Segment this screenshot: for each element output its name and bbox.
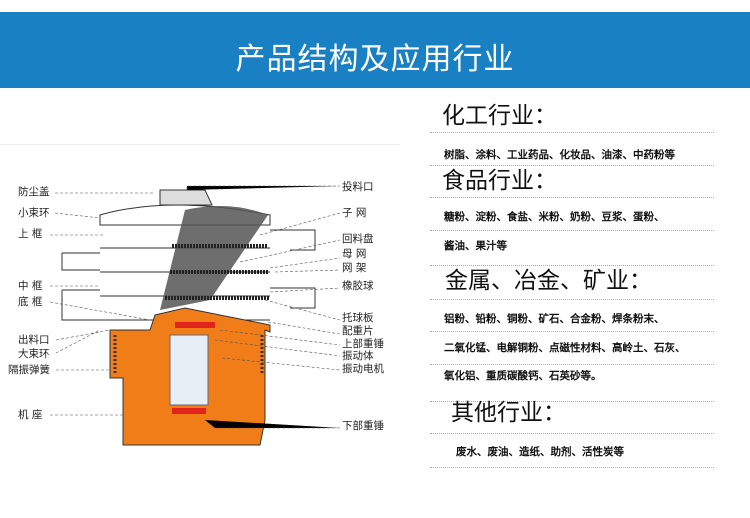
- divider: [430, 467, 714, 468]
- label-vibrating-body: 振动体: [342, 350, 374, 362]
- label-outlet: 出料口: [18, 334, 50, 346]
- label-screen-rack: 网 架: [342, 262, 367, 274]
- label-vibration-motor: 振动电机: [342, 363, 384, 375]
- isolation-springs: [113, 335, 264, 375]
- divider: [430, 433, 714, 434]
- label-ball-plate: 托球板: [342, 312, 374, 324]
- heading-chemical: 化工行业：: [442, 103, 557, 129]
- label-isolation-spring: 隔振弹簧: [8, 364, 50, 376]
- heading-food: 食品行业：: [442, 168, 557, 194]
- screen-meshes: [165, 244, 270, 300]
- metal-line-2: 二氧化锰、电解铜粉、点磁性材料、高岭土、石灰、: [444, 342, 686, 354]
- heading-metal-mining: 金属、冶金、矿业：: [445, 268, 652, 294]
- other-line-1: 废水、废油、造纸、助剂、活性炭等: [456, 446, 624, 458]
- metal-line-1: 铝粉、铅粉、铜粉、矿石、合金粉、焊条粉末、: [444, 313, 665, 325]
- label-counterweight: 配重片: [342, 325, 374, 337]
- label-sub-screen: 子 网: [342, 207, 367, 219]
- page-title: 产品结构及应用行业: [235, 42, 515, 77]
- label-return-tray: 回料盘: [342, 233, 374, 245]
- heading-other: 其他行业：: [451, 400, 566, 426]
- upper-weight: [175, 322, 215, 328]
- divider: [430, 299, 714, 300]
- label-inlet: 投料口: [342, 181, 374, 193]
- label-base: 机 座: [18, 409, 43, 421]
- chemical-line-1: 树脂、涂料、工业药品、化妆品、油漆、中药粉等: [444, 149, 675, 161]
- divider: [430, 230, 714, 231]
- label-main-screen: 母 网: [342, 248, 367, 260]
- label-small-clamp-ring: 小束环: [18, 207, 50, 219]
- header-banner: 产品结构及应用行业: [0, 12, 750, 88]
- metal-line-3: 氧化铝、重质碳酸钙、石英砂等。: [444, 370, 602, 382]
- divider: [430, 265, 714, 266]
- label-large-clamp-ring: 大束环: [18, 348, 50, 360]
- food-line-2: 酱油、果汁等: [444, 240, 507, 252]
- divider: [430, 165, 714, 166]
- divider: [0, 144, 400, 145]
- divider: [430, 364, 714, 365]
- divider: [430, 197, 714, 198]
- label-bottom-frame: 底 框: [18, 296, 43, 308]
- divider: [430, 401, 714, 402]
- divider: [430, 132, 714, 133]
- label-rubber-ball: 橡胶球: [342, 280, 374, 292]
- food-line-1: 糖粉、淀粉、食盐、米粉、奶粉、豆浆、蛋粉、: [444, 211, 665, 223]
- label-lower-weight: 下部重锤: [342, 420, 384, 432]
- label-upper-weight: 上部重锤: [342, 338, 384, 350]
- lower-weight: [172, 408, 206, 414]
- label-middle-frame: 中 框: [18, 280, 43, 292]
- vibration-motor: [169, 334, 209, 406]
- sieve-cone: [160, 206, 268, 310]
- leader-lines: [49, 185, 341, 429]
- label-upper-frame: 上 框: [18, 228, 43, 240]
- label-dust-cover: 防尘盖: [18, 186, 50, 198]
- divider: [430, 331, 714, 332]
